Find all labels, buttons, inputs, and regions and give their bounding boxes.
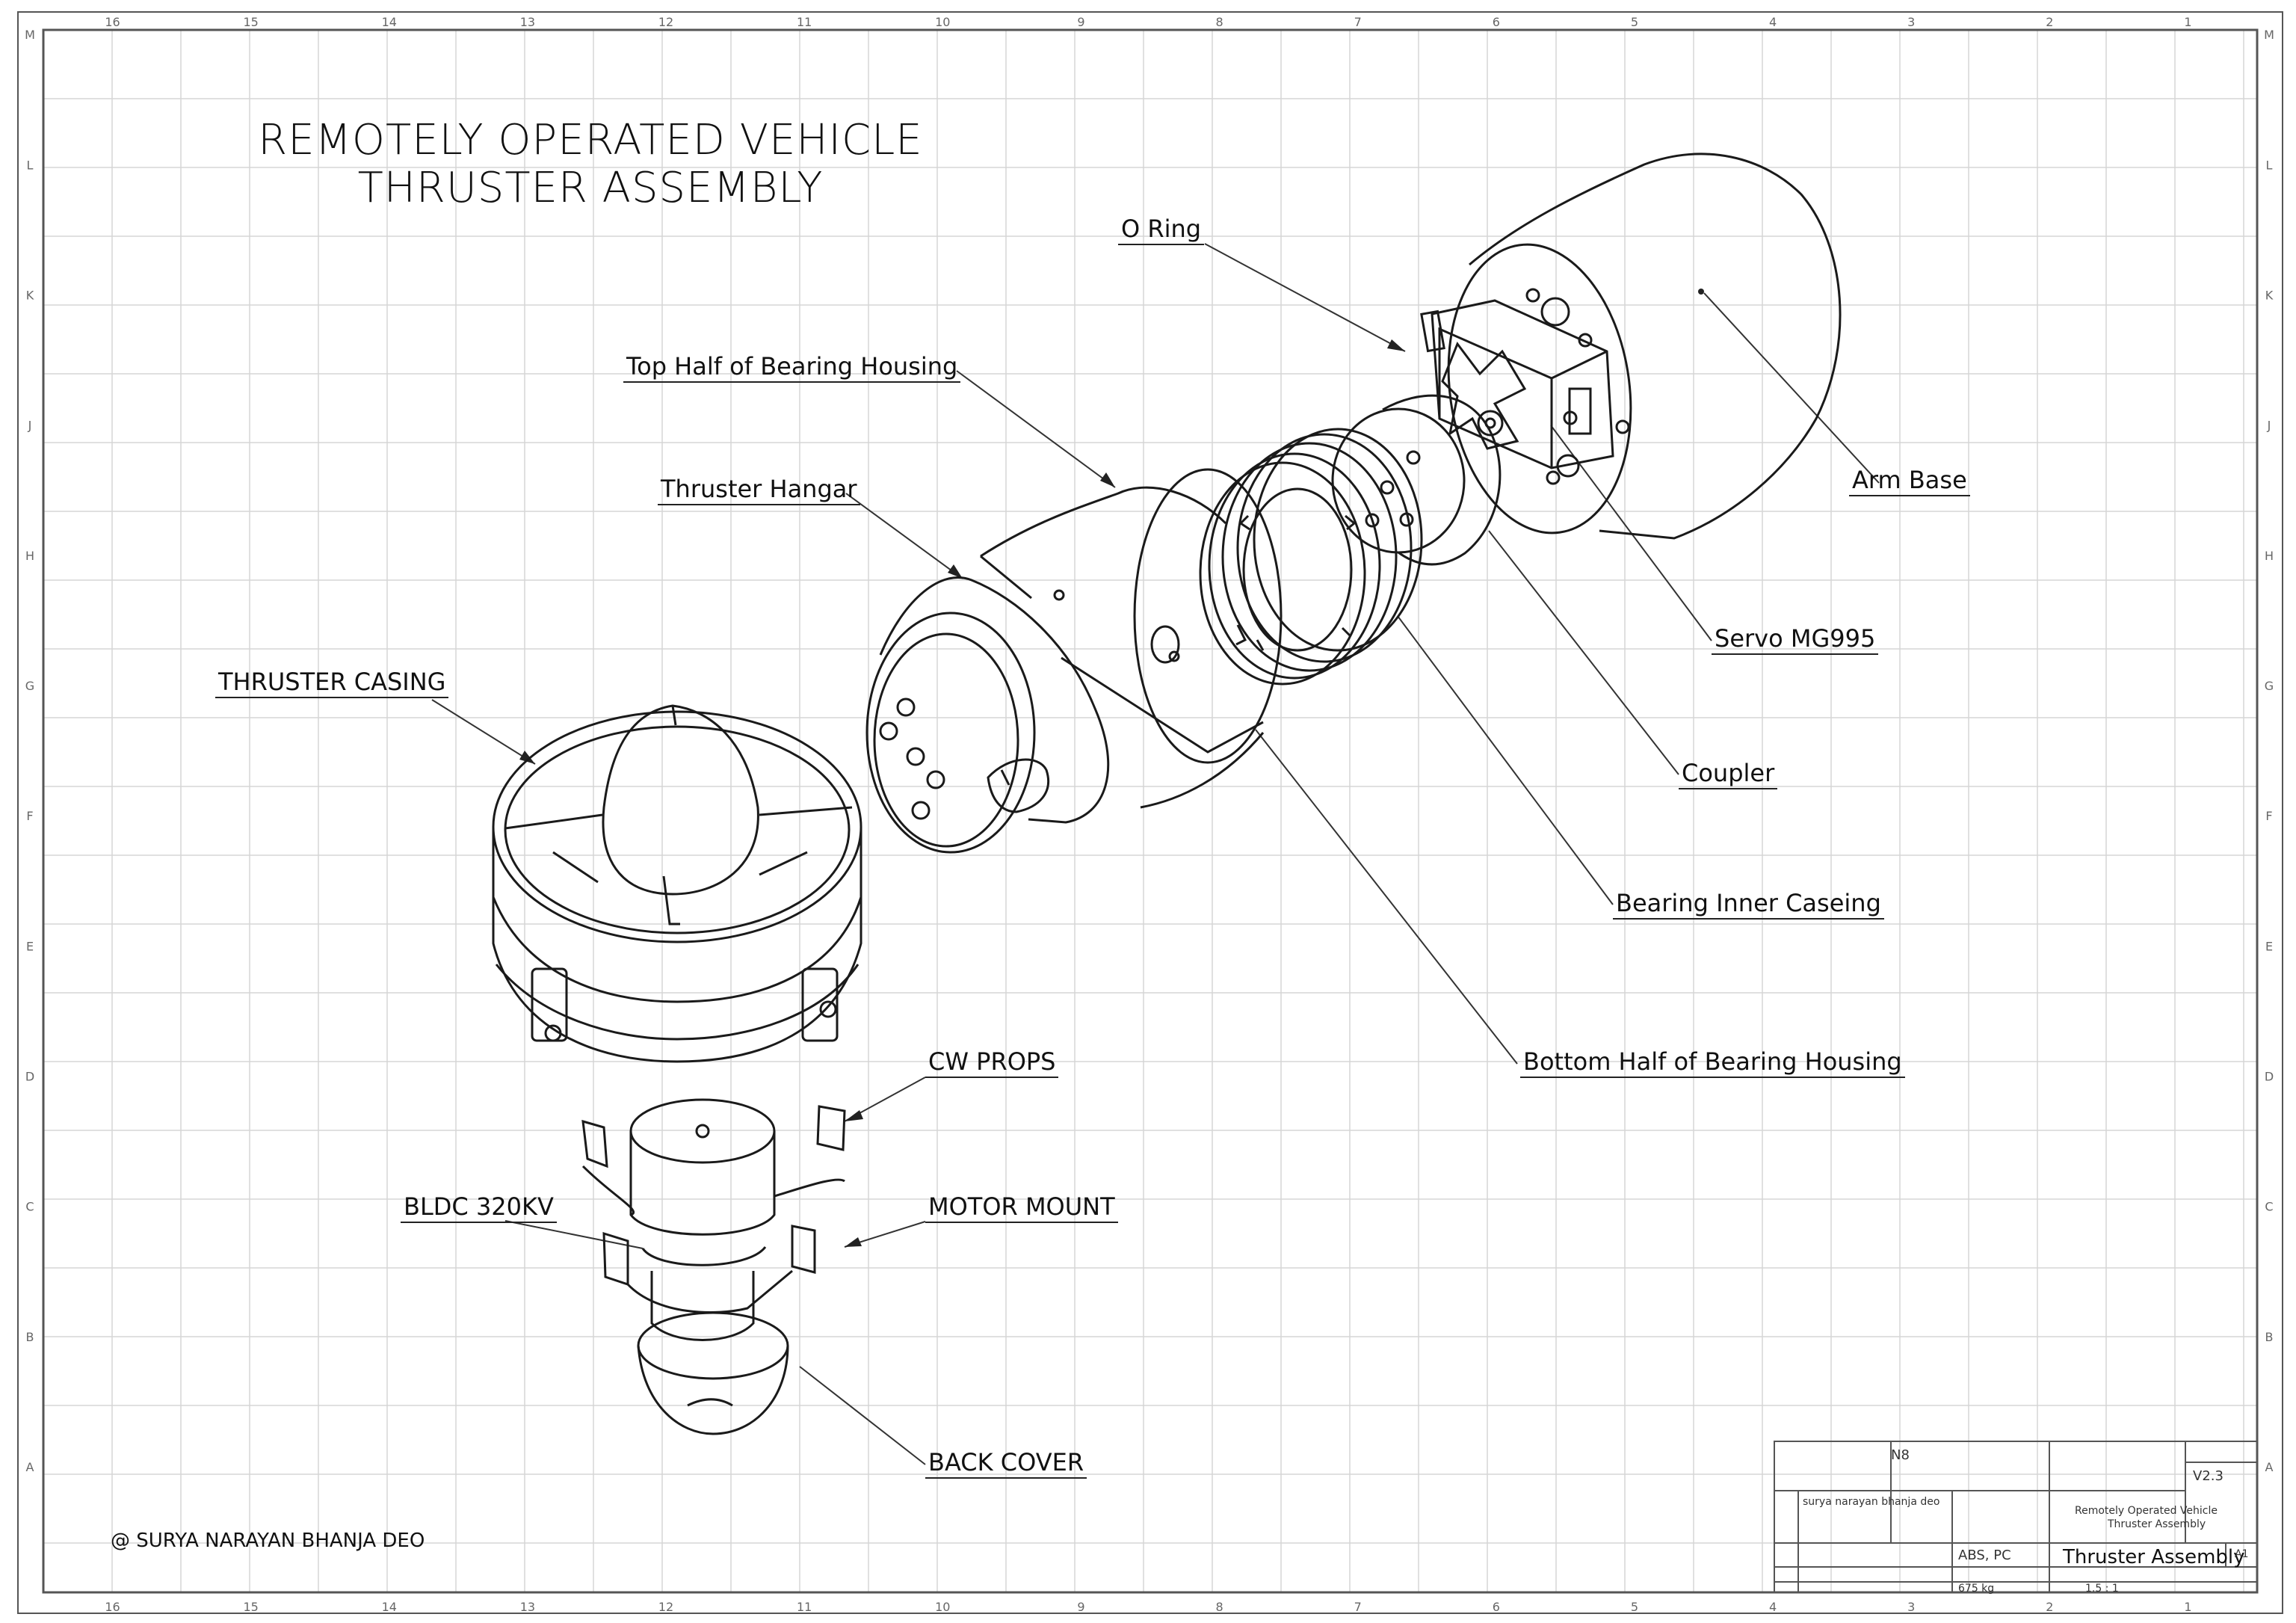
tb-designer: surya narayan bhanja deo [1803,1496,1940,1508]
drawing-title-line1: REMOTELY OPERATED VEHICLE [258,116,923,164]
zone-row-label: J [28,419,32,433]
tb-revision: V2.3 [2193,1468,2224,1484]
tb-drawing-title: Thruster Assembly [2063,1546,2245,1568]
label-arm-base: Arm Base [1849,468,1970,496]
zone-row-label: K [2265,288,2274,302]
servo-drawing [1420,299,1614,469]
bearing-housing-drawing [980,468,1283,809]
zone-row-label: M [25,28,35,42]
leader-lines [431,243,1880,1465]
zone-row-label: D [2265,1069,2274,1083]
zone-column-label: 9 [1077,1600,1084,1614]
label-bldc: BLDC 320KV [401,1195,557,1223]
zone-row-label: G [2265,679,2274,693]
tb-weight: 675 kg [1958,1583,1995,1595]
zone-row-label: M [2264,28,2274,42]
zone-row-label: C [2265,1200,2273,1214]
zone-column-label: 9 [1077,15,1084,29]
zone-column-label: 4 [1769,1600,1777,1614]
zone-row-label: L [2266,158,2273,172]
tb-material: ABS, PC [1958,1547,2011,1563]
label-motor-mount: MOTOR MOUNT [925,1195,1118,1223]
zone-column-label: 3 [1907,15,1915,29]
tb-size: A1 [2235,1548,2249,1560]
zone-column-label: 10 [935,1600,950,1614]
zone-row-label: F [26,809,33,823]
zone-row-label: G [25,679,34,693]
label-coupler: Coupler [1679,761,1778,789]
drawing-title-line2: THRUSTER ASSEMBLY [357,164,824,212]
zone-column-label: 13 [520,15,535,29]
zone-row-label: B [26,1330,34,1344]
arrowheads [519,289,1704,1247]
label-bottom-half-bearing-housing: Bottom Half of Bearing Housing [1520,1050,1905,1078]
zone-row-label: L [27,158,34,172]
label-back-cover: BACK COVER [925,1450,1087,1479]
zone-column-label: 14 [382,1600,397,1614]
tb-description-line1: Remotely Operated Vehicle [2075,1505,2218,1517]
zone-row-label: J [2267,419,2271,433]
zone-row-label: C [25,1200,34,1214]
zone-row-label: F [2265,809,2272,823]
background-grid [43,30,2257,1592]
motor-assembly-drawing [581,1098,846,1435]
zone-column-label: 12 [658,15,673,29]
zone-row-label: K [26,288,34,302]
zone-column-label: 1 [2184,15,2191,29]
label-servo: Servo MG995 [1712,626,1879,655]
zone-column-label: 11 [797,15,812,29]
tb-scale: 1.5 : 1 [2085,1583,2119,1595]
zone-column-label: 7 [1354,15,1362,29]
zone-row-label: E [2265,939,2273,953]
zone-column-label: 1 [2184,1600,2191,1614]
thruster-casing-drawing [492,704,862,1063]
zone-column-label: 5 [1631,1600,1638,1614]
zone-row-label: B [2265,1330,2274,1344]
zone-row-label: A [26,1460,34,1474]
label-top-half-bearing-housing: Top Half of Bearing Housing [623,354,961,383]
zone-column-label: 16 [105,15,120,29]
arm-base-drawing [1447,153,1842,540]
zone-column-label: 11 [797,1600,812,1614]
zone-column-label: 10 [935,15,950,29]
zone-column-label: 15 [244,1600,259,1614]
zone-row-label: D [25,1069,34,1083]
label-cw-props: CW PROPS [925,1050,1059,1078]
zone-column-label: 16 [105,1600,120,1614]
zone-column-label: 6 [1493,15,1500,29]
zone-column-label: 6 [1493,1600,1500,1614]
zone-row-label: H [2265,549,2274,563]
zone-column-label: 4 [1769,15,1777,29]
zone-column-label: 12 [658,1600,673,1614]
zone-column-label: 8 [1215,15,1223,29]
tb-finish: N8 [1891,1447,1910,1463]
zone-labels: 1616151514141313121211111010998877665544… [25,15,2274,1614]
zone-column-label: 13 [520,1600,535,1614]
label-o-ring: O Ring [1118,217,1205,245]
zone-column-label: 7 [1354,1600,1362,1614]
title-block [1774,1441,2258,1593]
label-thruster-casing: THRUSTER CASING [215,670,449,698]
coupler-drawing [1331,394,1502,566]
bearing-inner-caseing-drawing [1199,428,1423,686]
zone-column-label: 2 [2046,1600,2053,1614]
copyright-text: @ SURYA NARAYAN BHANJA DEO [111,1530,425,1552]
zone-column-label: 8 [1215,1600,1223,1614]
tb-description-line2: Thruster Assembly [2108,1518,2206,1530]
zone-column-label: 5 [1631,15,1638,29]
zone-row-label: H [25,549,34,563]
sheet-border [17,11,2283,1614]
zone-column-label: 3 [1907,1600,1915,1614]
label-bearing-inner-caseing: Bearing Inner Caseing [1613,891,1884,920]
label-thruster-hangar: Thruster Hangar [658,477,860,505]
zone-row-label: A [2265,1460,2274,1474]
zone-column-label: 2 [2046,15,2053,29]
zone-column-label: 15 [244,15,259,29]
zone-row-label: E [26,939,34,953]
thruster-hangar-drawing [865,576,1110,854]
zone-column-label: 14 [382,15,397,29]
